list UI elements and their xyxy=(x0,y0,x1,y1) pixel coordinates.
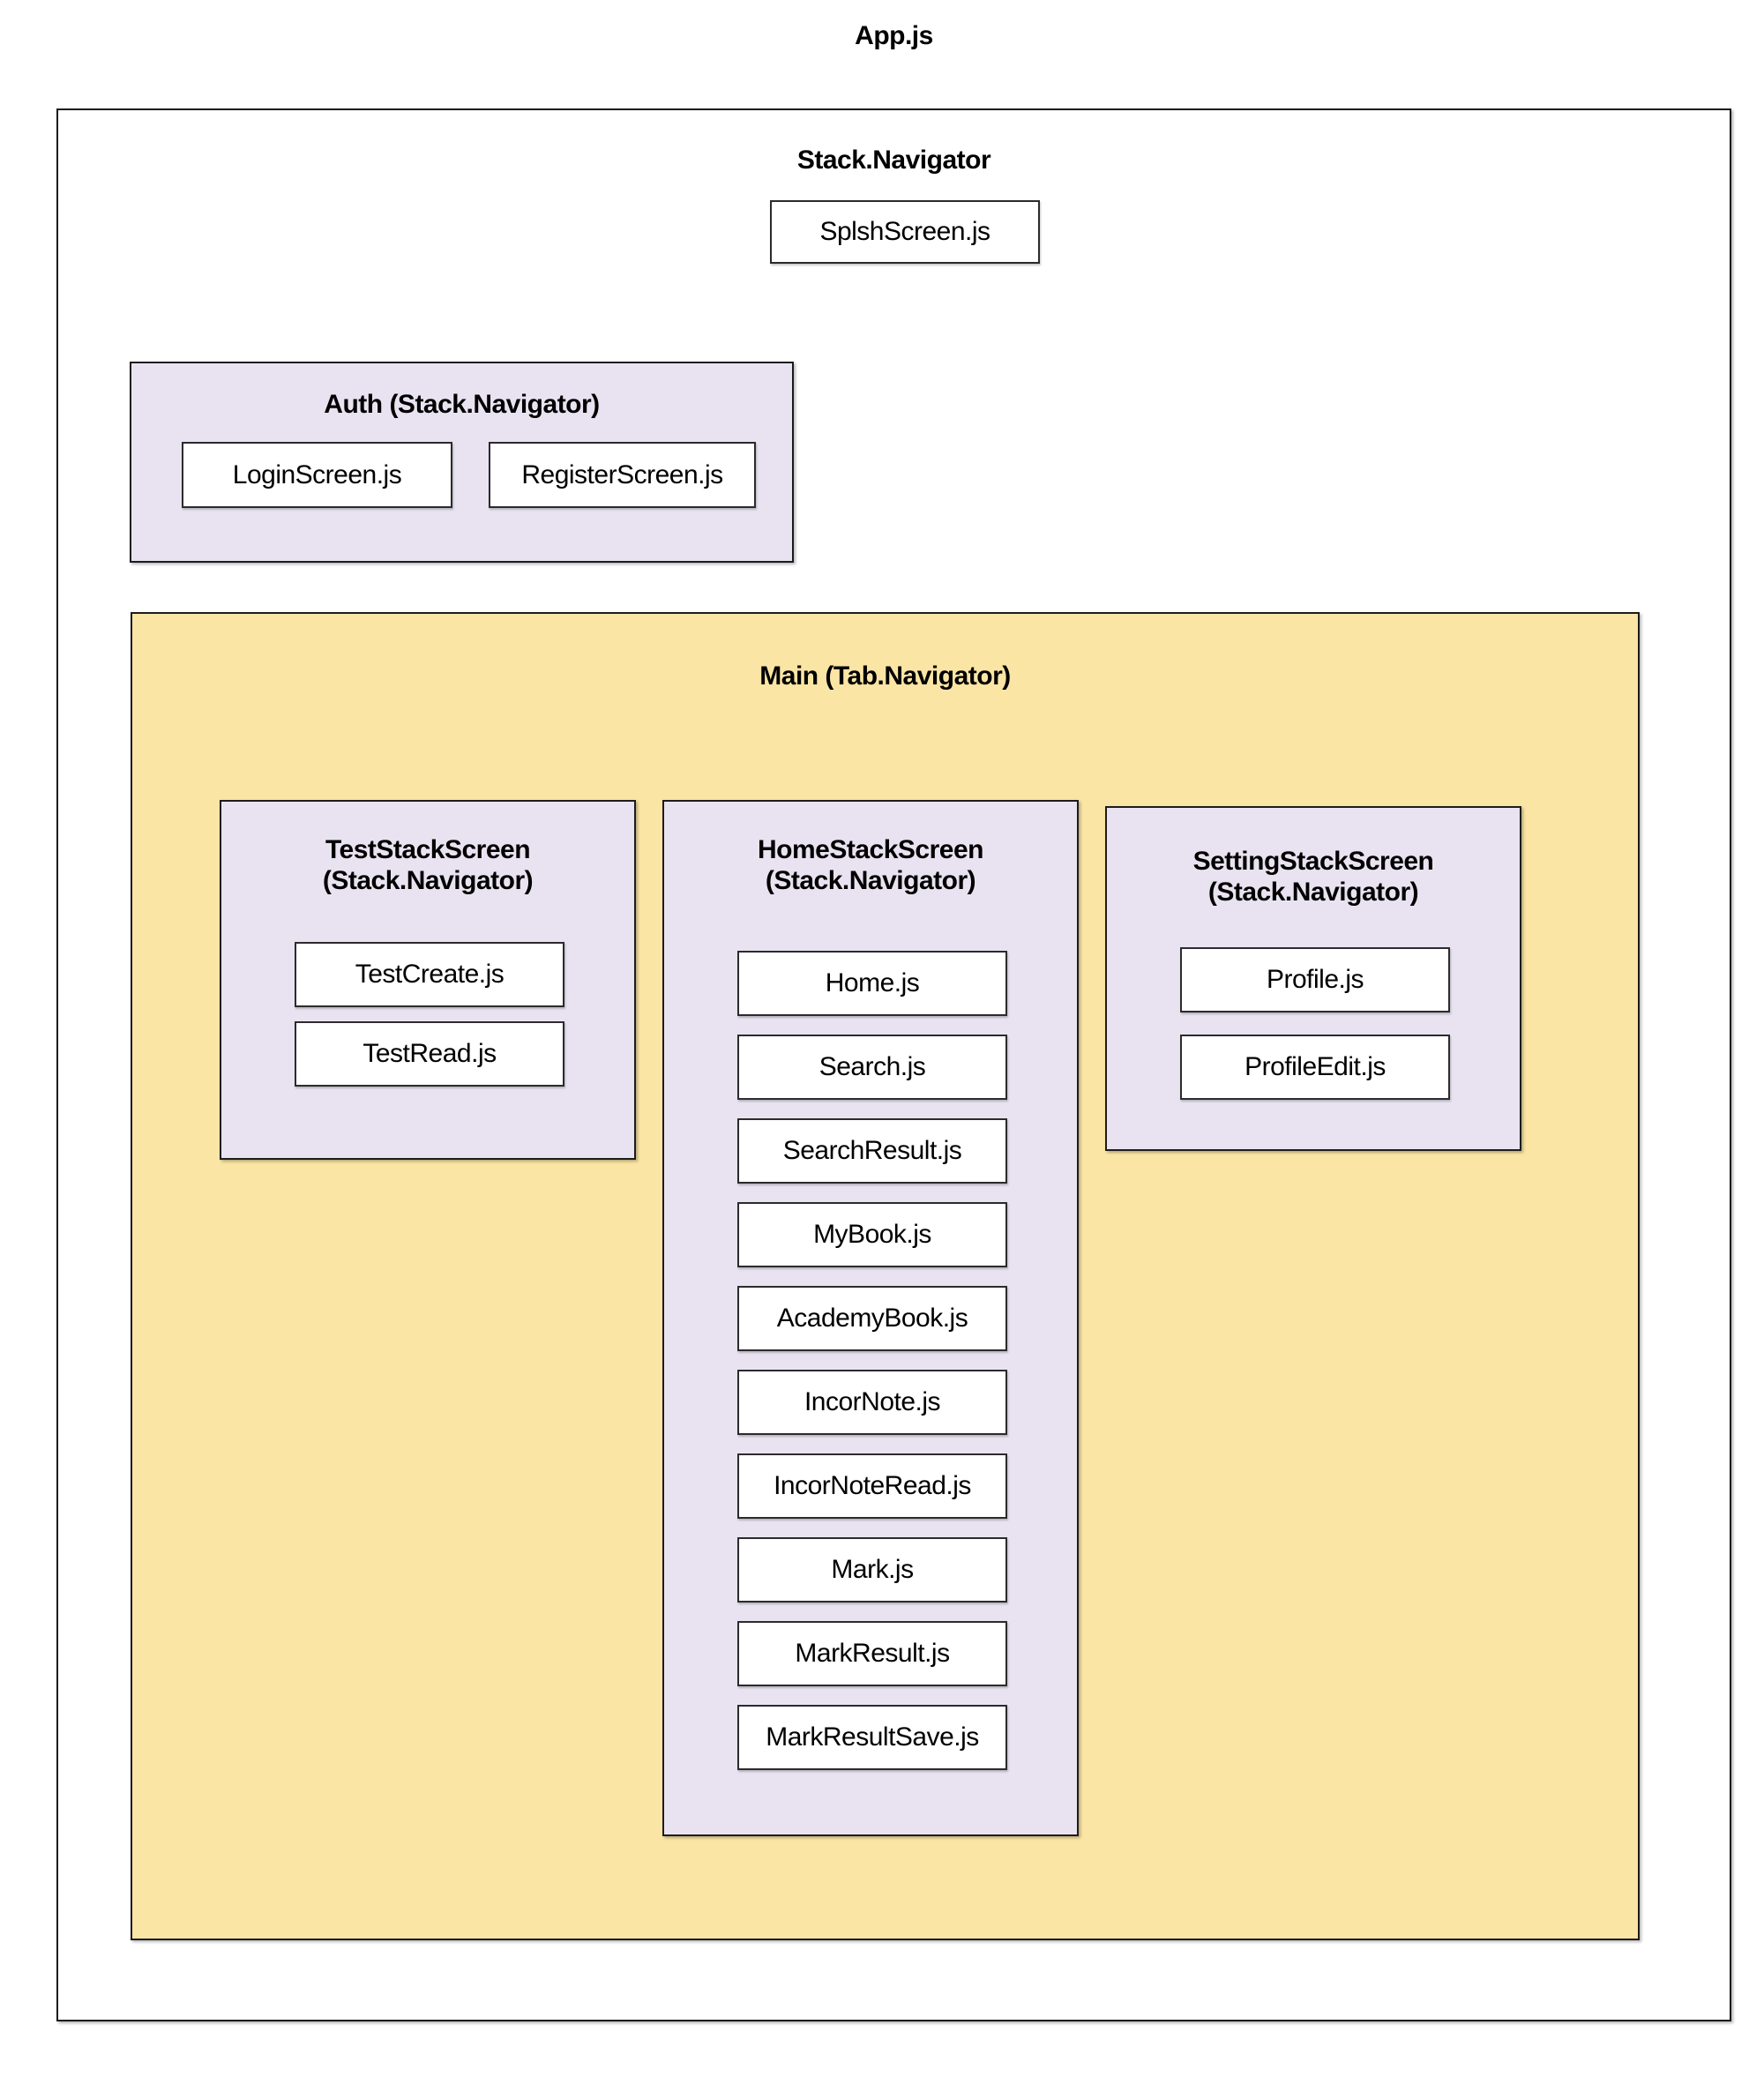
setting-stack-title: SettingStackScreen (Stack.Navigator) xyxy=(1107,847,1520,908)
node-profile: Profile.js xyxy=(1180,947,1450,1012)
test-stack-title-line1: TestStackScreen xyxy=(325,835,531,864)
test-stack-title-line2: (Stack.Navigator) xyxy=(322,865,534,895)
main-tab-navigator-title: Main (Tab.Navigator) xyxy=(759,661,1011,691)
home-stack-title-line2: (Stack.Navigator) xyxy=(765,865,976,895)
test-stack-title: TestStackScreen (Stack.Navigator) xyxy=(221,835,634,897)
node-search: Search.js xyxy=(737,1035,1007,1100)
node-incor-note-read: IncorNoteRead.js xyxy=(737,1453,1007,1519)
app-title: App.js xyxy=(855,21,933,50)
auth-navigator-container: Auth (Stack.Navigator) LoginScreen.js Re… xyxy=(130,362,794,563)
stack-navigator-container: Stack.Navigator SplshScreen.js Auth (Sta… xyxy=(56,108,1731,2021)
setting-stack-container: SettingStackScreen (Stack.Navigator) Pro… xyxy=(1105,806,1521,1151)
test-stack-container: TestStackScreen (Stack.Navigator) TestCr… xyxy=(220,800,636,1160)
node-mark-result: MarkResult.js xyxy=(737,1621,1007,1686)
node-profile-edit: ProfileEdit.js xyxy=(1180,1035,1450,1100)
node-mark: Mark.js xyxy=(737,1537,1007,1603)
node-splash-screen: SplshScreen.js xyxy=(770,200,1040,264)
node-incor-note: IncorNote.js xyxy=(737,1370,1007,1435)
node-search-result: SearchResult.js xyxy=(737,1118,1007,1184)
setting-stack-title-line2: (Stack.Navigator) xyxy=(1207,877,1419,907)
auth-navigator-title: Auth (Stack.Navigator) xyxy=(324,390,600,419)
home-stack-title-line1: HomeStackScreen xyxy=(758,835,983,864)
node-test-read: TestRead.js xyxy=(295,1021,564,1087)
node-register-screen: RegisterScreen.js xyxy=(489,442,756,508)
node-login-screen: LoginScreen.js xyxy=(182,442,452,508)
home-stack-container: HomeStackScreen (Stack.Navigator) Home.j… xyxy=(662,800,1079,1836)
main-tab-navigator-container: Main (Tab.Navigator) TestStackScreen (St… xyxy=(131,612,1640,1940)
setting-stack-title-line1: SettingStackScreen xyxy=(1192,847,1434,876)
node-test-create: TestCreate.js xyxy=(295,942,564,1007)
node-my-book: MyBook.js xyxy=(737,1202,1007,1267)
node-home: Home.js xyxy=(737,951,1007,1016)
node-academy-book: AcademyBook.js xyxy=(737,1286,1007,1351)
stack-navigator-title: Stack.Navigator xyxy=(796,146,991,175)
node-mark-result-save: MarkResultSave.js xyxy=(737,1705,1007,1770)
home-stack-title: HomeStackScreen (Stack.Navigator) xyxy=(664,835,1077,897)
